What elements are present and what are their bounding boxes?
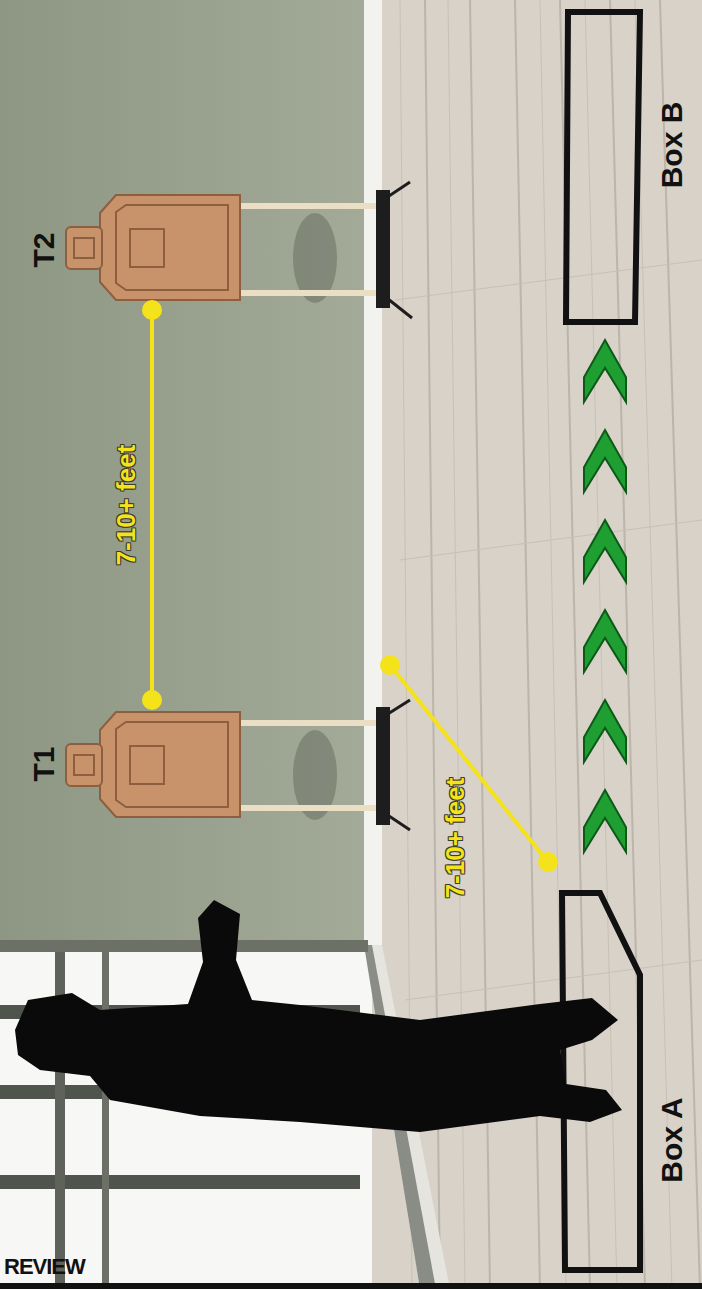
target-silhouette-part — [100, 712, 240, 817]
target-stand-part — [383, 295, 412, 318]
dimension-line-part — [380, 655, 400, 675]
box-outline-part — [566, 12, 640, 322]
target-stand-part — [376, 190, 390, 308]
target-stand — [238, 182, 412, 830]
dimension-dot — [142, 690, 162, 710]
floor-part-part — [395, 260, 702, 300]
chevron-arrow — [584, 520, 626, 582]
frame-bar-part — [0, 1283, 702, 1289]
watermark: REVIEW — [4, 1256, 85, 1278]
node-label: T2 — [29, 232, 59, 267]
floor-part-part — [400, 520, 702, 560]
chevron-arrow — [584, 700, 626, 762]
wall-part — [0, 0, 368, 945]
target-silhouette-part — [116, 205, 228, 290]
target-stand-part — [238, 290, 378, 296]
doorway-part — [0, 940, 368, 952]
target-silhouette-part — [130, 746, 164, 784]
target-shadow-part — [293, 213, 337, 303]
target-silhouette-part — [74, 755, 94, 775]
dimension-line-part — [538, 852, 558, 872]
dimension-label: 7-10+ feet — [442, 778, 468, 899]
target-silhouette-part — [66, 744, 102, 786]
target-stand-part — [383, 700, 410, 717]
dimension-line — [380, 655, 558, 872]
dimension-dot — [142, 300, 162, 320]
shooting-box: Box A — [550, 885, 698, 1277]
dimension-line — [142, 300, 162, 710]
target-stand-part — [238, 203, 378, 209]
shooter-silhouette — [15, 900, 622, 1132]
doorway-part — [102, 952, 109, 1289]
shooting-box: Box B — [555, 5, 697, 335]
target-silhouette-part — [100, 195, 240, 300]
target-shadow — [293, 213, 337, 820]
dimension-label: 7-10+ feet — [113, 445, 139, 566]
dimension-line-part — [390, 665, 548, 862]
target-node: T2 — [25, 185, 247, 310]
chevron-arrow — [584, 790, 626, 852]
target-silhouette-part — [130, 229, 164, 267]
chevron-arrow — [584, 610, 626, 672]
target-stand-part — [376, 707, 390, 825]
movement-arrows — [584, 335, 626, 885]
frame-bar — [0, 1283, 702, 1289]
node-label: Box B — [657, 102, 687, 189]
target-node: T1 — [25, 700, 247, 822]
target-stand-part — [238, 720, 378, 726]
target-silhouette — [66, 195, 240, 817]
node-label: Box A — [657, 1097, 687, 1183]
node-label: T1 — [29, 746, 59, 781]
dimension-line-path — [150, 310, 154, 700]
floor-part-part — [405, 960, 702, 1000]
target-silhouette-part — [66, 227, 102, 269]
target-silhouette-part — [74, 238, 94, 258]
chevron-arrow — [584, 340, 626, 402]
box-outline — [562, 12, 640, 1270]
shooter-silhouette-part — [15, 900, 622, 1132]
target-silhouette-part — [116, 722, 228, 807]
doorway-part — [0, 1175, 360, 1189]
target-stand-part — [383, 812, 410, 830]
target-stand-part — [238, 805, 378, 811]
box-outline-part — [562, 893, 640, 1270]
target-stand-part — [383, 182, 410, 200]
chevron-arrow — [584, 430, 626, 492]
